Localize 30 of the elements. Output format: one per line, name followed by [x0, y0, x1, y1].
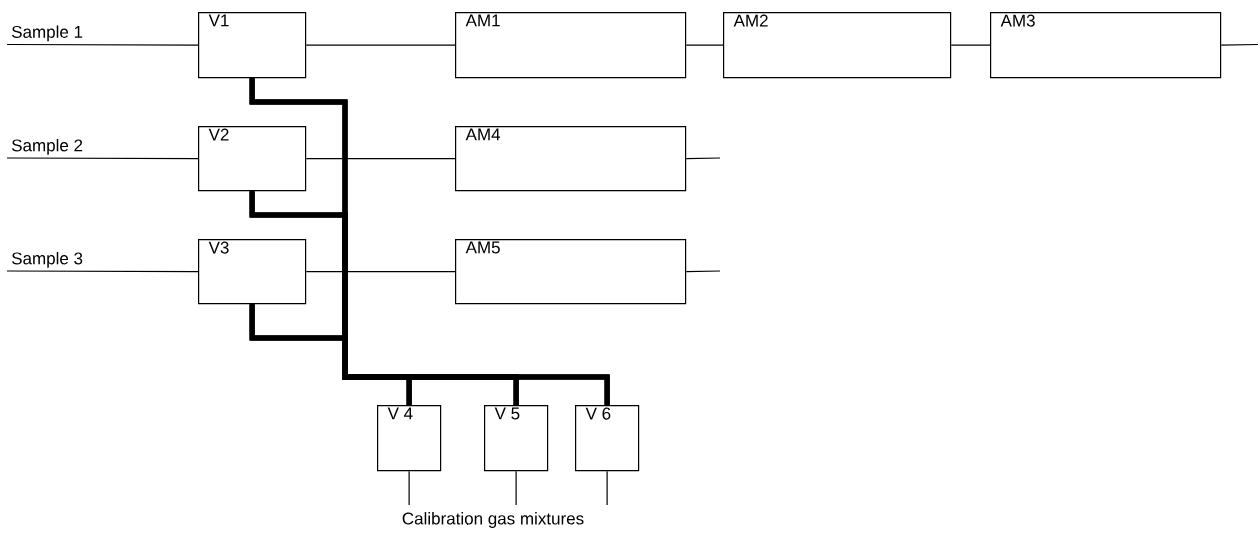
pipe-line — [606, 470, 608, 506]
line-label: Sample 1 — [12, 25, 83, 42]
pipe-line — [305, 271, 456, 273]
pipe-line — [685, 44, 724, 46]
valve-box: V3 — [198, 239, 307, 305]
pipe-line — [6, 43, 199, 46]
gas-label: Calibration gas mixtures — [402, 512, 584, 528]
pipe-line — [1220, 43, 1259, 46]
analyzer-box: AM4 — [455, 126, 687, 192]
valve-box: V2 — [198, 126, 307, 192]
pipe-line — [408, 470, 410, 506]
analyzer-box: AM2 — [723, 12, 952, 79]
analyzer-box: AM3 — [990, 12, 1222, 79]
analyzer-box: AM1 — [455, 12, 687, 79]
valve-box: V 5 — [484, 405, 549, 472]
line-label: Sample 2 — [12, 138, 83, 155]
pipe-line — [305, 158, 456, 160]
pipe-line — [305, 44, 456, 46]
pipe-line — [515, 470, 517, 506]
pipe-line — [950, 44, 991, 46]
pipe-line — [685, 157, 721, 160]
valve-box: V1 — [198, 12, 307, 79]
valve-box: V 4 — [377, 405, 442, 472]
line-label: Sample 3 — [12, 251, 83, 268]
pipe-line — [6, 157, 199, 160]
pipe-line — [685, 270, 721, 273]
pipe-line — [6, 270, 199, 273]
valve-box: V 6 — [575, 405, 640, 472]
analyzer-box: AM5 — [455, 239, 687, 305]
manifold-pipe — [249, 304, 610, 405]
